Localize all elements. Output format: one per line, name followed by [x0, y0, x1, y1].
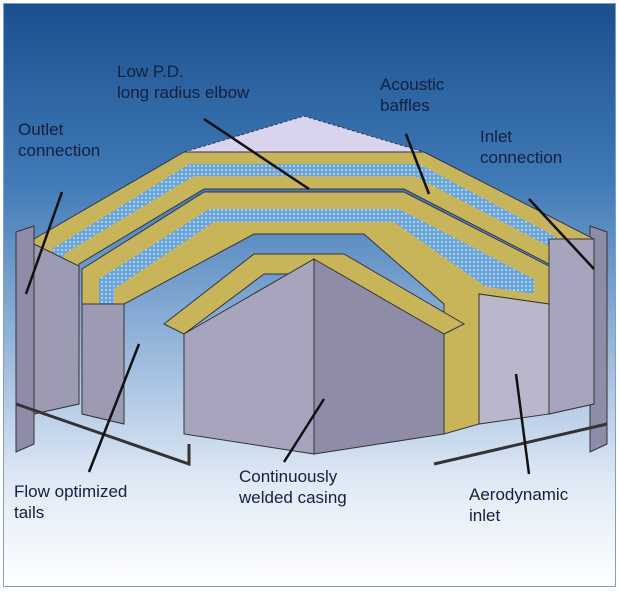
label-outlet-connection: Outlet connection: [18, 120, 101, 160]
label-elbow: Low P.D. long radius elbow: [117, 62, 250, 102]
casing-left: [183, 258, 315, 455]
elbow-illustration: [15, 115, 608, 475]
outlet-far: [33, 243, 80, 415]
label-inlet-connection: Inlet connection: [480, 127, 563, 167]
elbow-silencer-diagram: Low P.D. long radius elbow Acoustic baff…: [3, 3, 616, 587]
outlet-flange: [15, 225, 35, 453]
casing-right: [313, 258, 445, 455]
top-cap: [183, 115, 425, 153]
leader-lines: [24, 117, 595, 475]
tail-left: [81, 303, 125, 425]
label-casing: Continuously welded casing: [239, 467, 347, 507]
inlet-far: [548, 238, 595, 415]
label-aerodynamic-inlet: Aerodynamic inlet: [469, 485, 569, 525]
label-flow-tails: Flow optimized tails: [14, 482, 128, 522]
inlet-right: [478, 293, 550, 425]
base-frame: [15, 402, 191, 467]
label-acoustic-baffles: Acoustic baffles: [380, 75, 445, 115]
